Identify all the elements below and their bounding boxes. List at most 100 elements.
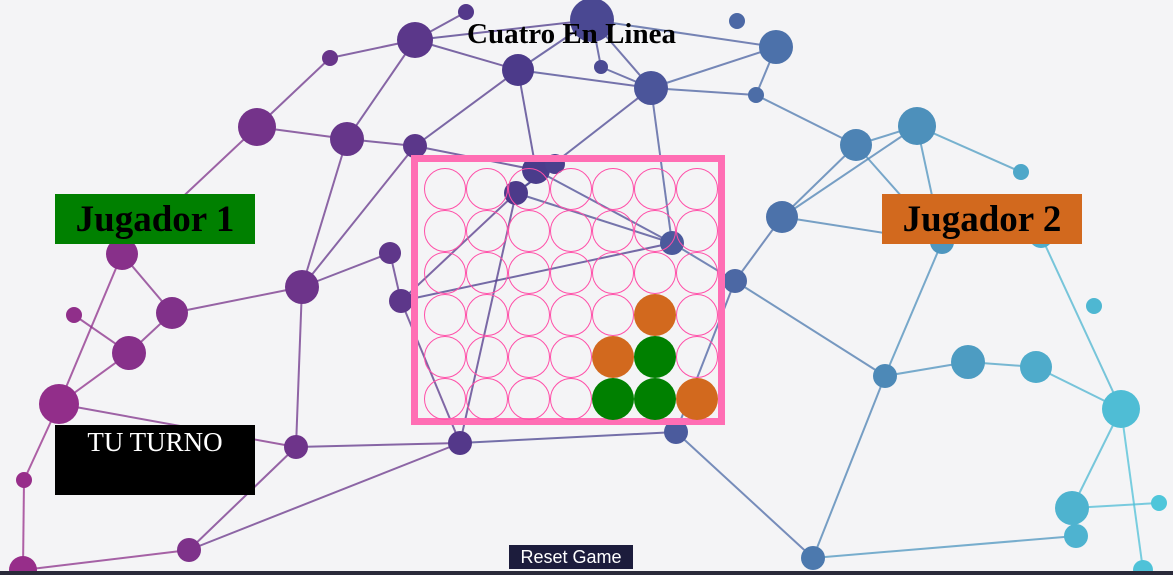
player2-disc[interactable] <box>592 336 634 378</box>
network-edge <box>1120 408 1144 571</box>
network-node <box>1013 164 1029 180</box>
player1-disc[interactable] <box>634 336 676 378</box>
empty-slot[interactable] <box>634 252 676 294</box>
network-edge <box>301 138 348 288</box>
network-edge <box>301 145 416 288</box>
empty-slot[interactable] <box>592 252 634 294</box>
network-node <box>502 54 534 86</box>
empty-slot[interactable] <box>508 378 550 420</box>
player1-disc[interactable] <box>634 378 676 420</box>
network-node <box>723 269 747 293</box>
network-node <box>766 201 798 233</box>
empty-slot[interactable] <box>634 210 676 252</box>
empty-slot[interactable] <box>550 168 592 210</box>
player2-turn-indicator <box>882 425 1082 495</box>
network-edge <box>591 19 777 48</box>
empty-slot[interactable] <box>592 294 634 336</box>
network-node <box>322 50 338 66</box>
empty-slot[interactable] <box>550 378 592 420</box>
game-board <box>411 155 725 425</box>
empty-slot[interactable] <box>466 252 508 294</box>
network-edge <box>517 69 652 89</box>
player2-label: Jugador 2 <box>902 198 1062 240</box>
network-node <box>379 242 401 264</box>
network-node <box>634 71 668 105</box>
network-node <box>1064 524 1088 548</box>
network-node <box>570 0 614 42</box>
empty-slot[interactable] <box>592 168 634 210</box>
network-node <box>330 122 364 156</box>
network-node <box>284 435 308 459</box>
empty-slot[interactable] <box>676 294 718 336</box>
network-node <box>1055 491 1089 525</box>
network-edge <box>884 241 943 377</box>
reset-game-button[interactable]: Reset Game <box>509 545 633 569</box>
network-node <box>106 238 138 270</box>
network-node <box>1102 390 1140 428</box>
empty-slot[interactable] <box>676 336 718 378</box>
network-edge <box>459 431 677 444</box>
empty-slot[interactable] <box>424 378 466 420</box>
network-node <box>156 297 188 329</box>
network-node <box>594 60 608 74</box>
empty-slot[interactable] <box>508 252 550 294</box>
network-edge <box>650 87 757 96</box>
network-node <box>16 472 32 488</box>
empty-slot[interactable] <box>550 252 592 294</box>
network-edge <box>734 280 886 377</box>
empty-slot[interactable] <box>466 336 508 378</box>
network-node <box>39 384 79 424</box>
network-edge <box>517 69 537 171</box>
player2-panel: Jugador 2 <box>882 194 1082 244</box>
network-edge <box>188 442 461 551</box>
empty-slot[interactable] <box>676 168 718 210</box>
network-node <box>873 364 897 388</box>
network-node <box>1086 298 1102 314</box>
empty-slot[interactable] <box>508 210 550 252</box>
network-node <box>759 30 793 64</box>
empty-slot[interactable] <box>634 168 676 210</box>
empty-slot[interactable] <box>466 378 508 420</box>
network-node <box>66 307 82 323</box>
empty-slot[interactable] <box>424 168 466 210</box>
empty-slot[interactable] <box>424 336 466 378</box>
empty-slot[interactable] <box>550 336 592 378</box>
empty-slot[interactable] <box>676 252 718 294</box>
network-node <box>458 4 474 20</box>
network-node <box>801 546 825 570</box>
empty-slot[interactable] <box>466 294 508 336</box>
network-node <box>1151 495 1167 511</box>
player1-disc[interactable] <box>592 378 634 420</box>
network-node <box>177 538 201 562</box>
network-node <box>389 289 413 313</box>
empty-slot[interactable] <box>508 294 550 336</box>
empty-slot[interactable] <box>508 168 550 210</box>
network-node <box>729 13 745 29</box>
player2-disc[interactable] <box>634 294 676 336</box>
network-edge <box>22 549 190 571</box>
empty-slot[interactable] <box>550 294 592 336</box>
network-node <box>403 134 427 158</box>
network-node <box>664 420 688 444</box>
empty-slot[interactable] <box>592 210 634 252</box>
empty-slot[interactable] <box>424 210 466 252</box>
empty-slot[interactable] <box>508 336 550 378</box>
network-node <box>238 108 276 146</box>
empty-slot[interactable] <box>424 252 466 294</box>
network-node <box>748 87 764 103</box>
empty-slot[interactable] <box>466 168 508 210</box>
empty-slot[interactable] <box>466 210 508 252</box>
player1-panel: Jugador 1 <box>55 194 255 244</box>
network-edge <box>171 286 303 314</box>
network-edge <box>812 375 886 559</box>
player1-label: Jugador 1 <box>75 198 235 240</box>
empty-slot[interactable] <box>550 210 592 252</box>
network-edge <box>781 144 857 218</box>
network-node <box>951 345 985 379</box>
player2-disc[interactable] <box>676 378 718 420</box>
empty-slot[interactable] <box>676 210 718 252</box>
empty-slot[interactable] <box>424 294 466 336</box>
network-edge <box>346 39 416 140</box>
network-edge <box>414 69 519 147</box>
